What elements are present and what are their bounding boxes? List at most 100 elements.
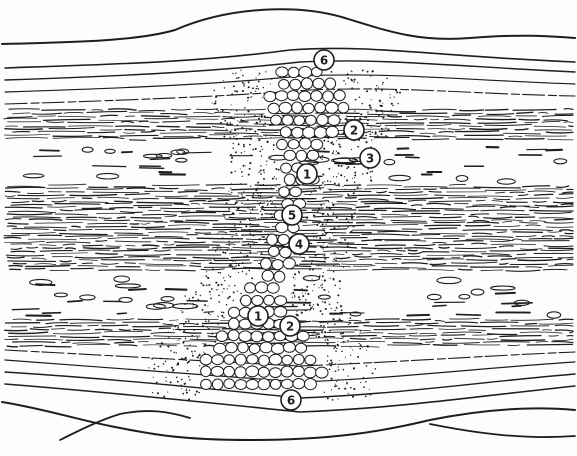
stipple-dot [328, 214, 329, 215]
fiber-stroke [360, 333, 384, 334]
stipple-dot [261, 252, 263, 254]
fiber-stroke [430, 217, 462, 218]
stipple-dot [316, 237, 317, 238]
fiber-stroke [443, 214, 464, 215]
fiber-stroke [46, 323, 68, 324]
stipple-dot [233, 291, 235, 293]
stipple-dot [350, 362, 351, 363]
fiber-stroke [208, 250, 251, 251]
stipple-dot [330, 364, 332, 366]
fiber-stroke [66, 219, 97, 220]
stipple-dot [248, 270, 250, 272]
stipple-dot [353, 81, 355, 83]
stipple-dot [333, 212, 334, 213]
fiber-stroke [555, 219, 573, 220]
fiber-stroke [402, 319, 430, 320]
stipple-dot [365, 135, 367, 137]
round-cell [325, 78, 336, 89]
stipple-dot [352, 163, 353, 164]
stipple-dot [185, 321, 187, 323]
fiber-stroke [330, 254, 344, 255]
fiber-stroke [133, 326, 178, 327]
fiber-stroke [164, 244, 174, 245]
stipple-dot [165, 360, 167, 362]
stipple-dot [331, 308, 332, 309]
stipple-dot [237, 129, 238, 130]
round-cell [255, 282, 267, 293]
stipple-dot [194, 351, 196, 353]
fiber-stroke [171, 109, 190, 110]
stipple-dot [156, 382, 158, 384]
fiber-oval [331, 158, 357, 162]
stipple-dot [360, 382, 361, 383]
fiber-stroke [209, 263, 251, 264]
stipple-dot [323, 140, 325, 142]
stipple-dot [258, 75, 259, 76]
stipple-dot [223, 312, 225, 314]
stipple-dot [263, 87, 264, 88]
round-cell [264, 295, 275, 305]
fiber-stroke [310, 338, 343, 339]
stipple-dot [324, 258, 326, 260]
stipple-dot [185, 357, 187, 359]
stipple-dot [213, 113, 214, 114]
fiber-stroke [7, 226, 16, 227]
stipple-dot [322, 223, 324, 225]
stipple-dot [367, 119, 369, 121]
fiber-stroke [396, 198, 443, 199]
fiber-stroke [96, 241, 107, 242]
fiber-stroke [24, 227, 66, 228]
fiber-stroke [420, 339, 435, 340]
fiber-oval [119, 298, 132, 303]
fiber-stroke [155, 250, 171, 251]
fiber-stroke [473, 334, 497, 335]
stipple-dot [338, 144, 340, 146]
stipple-dot [336, 151, 337, 152]
fiber-stroke [373, 269, 409, 270]
fiber-oval [456, 176, 468, 182]
fiber-stroke [168, 225, 206, 226]
fiber-stroke [156, 343, 180, 344]
round-cell [277, 139, 288, 149]
round-cell [235, 380, 247, 390]
fiber-stroke [232, 189, 274, 190]
fiber-stroke [416, 323, 438, 324]
stipple-dot [184, 295, 186, 297]
stipple-dot [353, 166, 355, 168]
stipple-dot [321, 284, 323, 286]
fiber-stroke [140, 121, 148, 122]
stipple-dot [161, 343, 163, 345]
stipple-dot [226, 122, 228, 124]
stipple-dot [157, 392, 159, 394]
stipple-dot [247, 97, 249, 99]
stipple-dot [265, 238, 267, 240]
fiber-stroke [195, 233, 210, 234]
round-cell [297, 331, 309, 341]
fiber-stroke [499, 246, 513, 247]
stipple-dot [314, 188, 315, 189]
stipple-dot [254, 115, 256, 117]
fiber-stroke [534, 126, 565, 127]
stipple-dot [215, 250, 217, 252]
round-cell [279, 80, 289, 90]
stipple-dot [367, 111, 368, 112]
round-cell [279, 187, 290, 197]
stipple-dot [352, 396, 354, 398]
stipple-dot [241, 194, 242, 195]
stipple-dot [327, 340, 328, 341]
stipple-dot [265, 135, 267, 137]
fiber-stroke [6, 138, 48, 139]
fiber-stroke [341, 346, 379, 347]
fiber-stroke [394, 195, 428, 196]
round-cell [251, 331, 263, 342]
fiber-stroke [487, 338, 497, 339]
fiber-stroke [40, 245, 57, 246]
fiber-stroke [32, 258, 46, 259]
stipple-dot [357, 82, 358, 83]
fiber-dash [502, 303, 532, 304]
stipple-dot [353, 367, 355, 369]
fiber-stroke [191, 263, 201, 264]
round-cell [212, 355, 224, 365]
fiber-stroke [434, 222, 465, 223]
fiber-stroke [161, 114, 187, 115]
